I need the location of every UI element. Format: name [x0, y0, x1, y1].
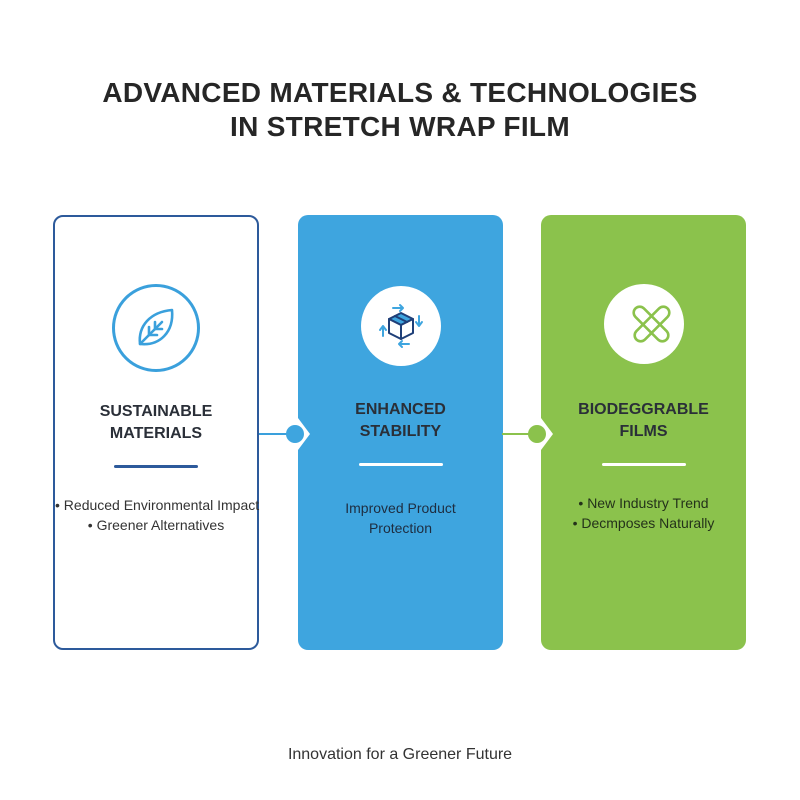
connector-dot — [528, 425, 546, 443]
bullet-item: • Reduced Environmental Impact — [55, 497, 260, 513]
page-title-line-2: IN STRETCH WRAP FILM — [230, 111, 570, 142]
crossed-film-icon — [603, 284, 684, 364]
leaf-icon — [112, 284, 200, 372]
card-divider — [358, 463, 443, 466]
card-title: BIODEGGRABLE FILMS — [541, 399, 746, 443]
page-title-line-1: ADVANCED MATERIALS & TECHNOLOGIES — [102, 77, 698, 108]
card-title: SUSTAINABLE MATERIALS — [55, 401, 257, 445]
card-bullets: • Reduced Environmental Impact • Greener… — [55, 495, 260, 535]
connector-line — [502, 433, 538, 435]
box-arrows-icon — [360, 286, 441, 366]
card-title-line-1: SUSTAINABLE — [99, 403, 213, 420]
card-title-line-1: BIODEGGRABLE — [578, 401, 709, 418]
card-title: ENHANCED STABILITY — [298, 399, 503, 443]
connector-dot — [286, 425, 304, 443]
card-divider — [114, 465, 198, 468]
page-title: ADVANCED MATERIALS & TECHNOLOGIES IN STR… — [0, 76, 800, 144]
connector-line — [259, 433, 295, 435]
card-enhanced-stability: ENHANCED STABILITY Improved Product Prot… — [298, 215, 503, 650]
bullet-item: Protection — [368, 520, 433, 536]
footer-tagline: Innovation for a Greener Future — [287, 746, 513, 763]
card-biodegradable-films: BIODEGGRABLE FILMS • New Industry Trend … — [541, 215, 746, 650]
card-sustainable-materials: SUSTAINABLE MATERIALS • Reduced Environm… — [53, 215, 259, 650]
card-title-line-2: STABILITY — [359, 423, 442, 440]
card-title-line-2: FILMS — [619, 423, 668, 440]
card-bullets: • New Industry Trend • Decmposes Natural… — [541, 493, 746, 533]
card-bullets: Improved Product Protection — [298, 498, 503, 538]
connector-notch — [298, 418, 310, 450]
bullet-item: • Greener Alternatives — [87, 517, 225, 533]
card-title-line-2: MATERIALS — [109, 425, 203, 442]
bullet-item: Improved Product — [345, 500, 456, 516]
connector-notch — [541, 418, 553, 450]
card-title-line-1: ENHANCED — [355, 401, 446, 418]
card-divider — [601, 463, 686, 466]
bullet-item: • New Industry Trend — [578, 495, 709, 511]
bullet-item: • Decmposes Naturally — [572, 515, 715, 531]
